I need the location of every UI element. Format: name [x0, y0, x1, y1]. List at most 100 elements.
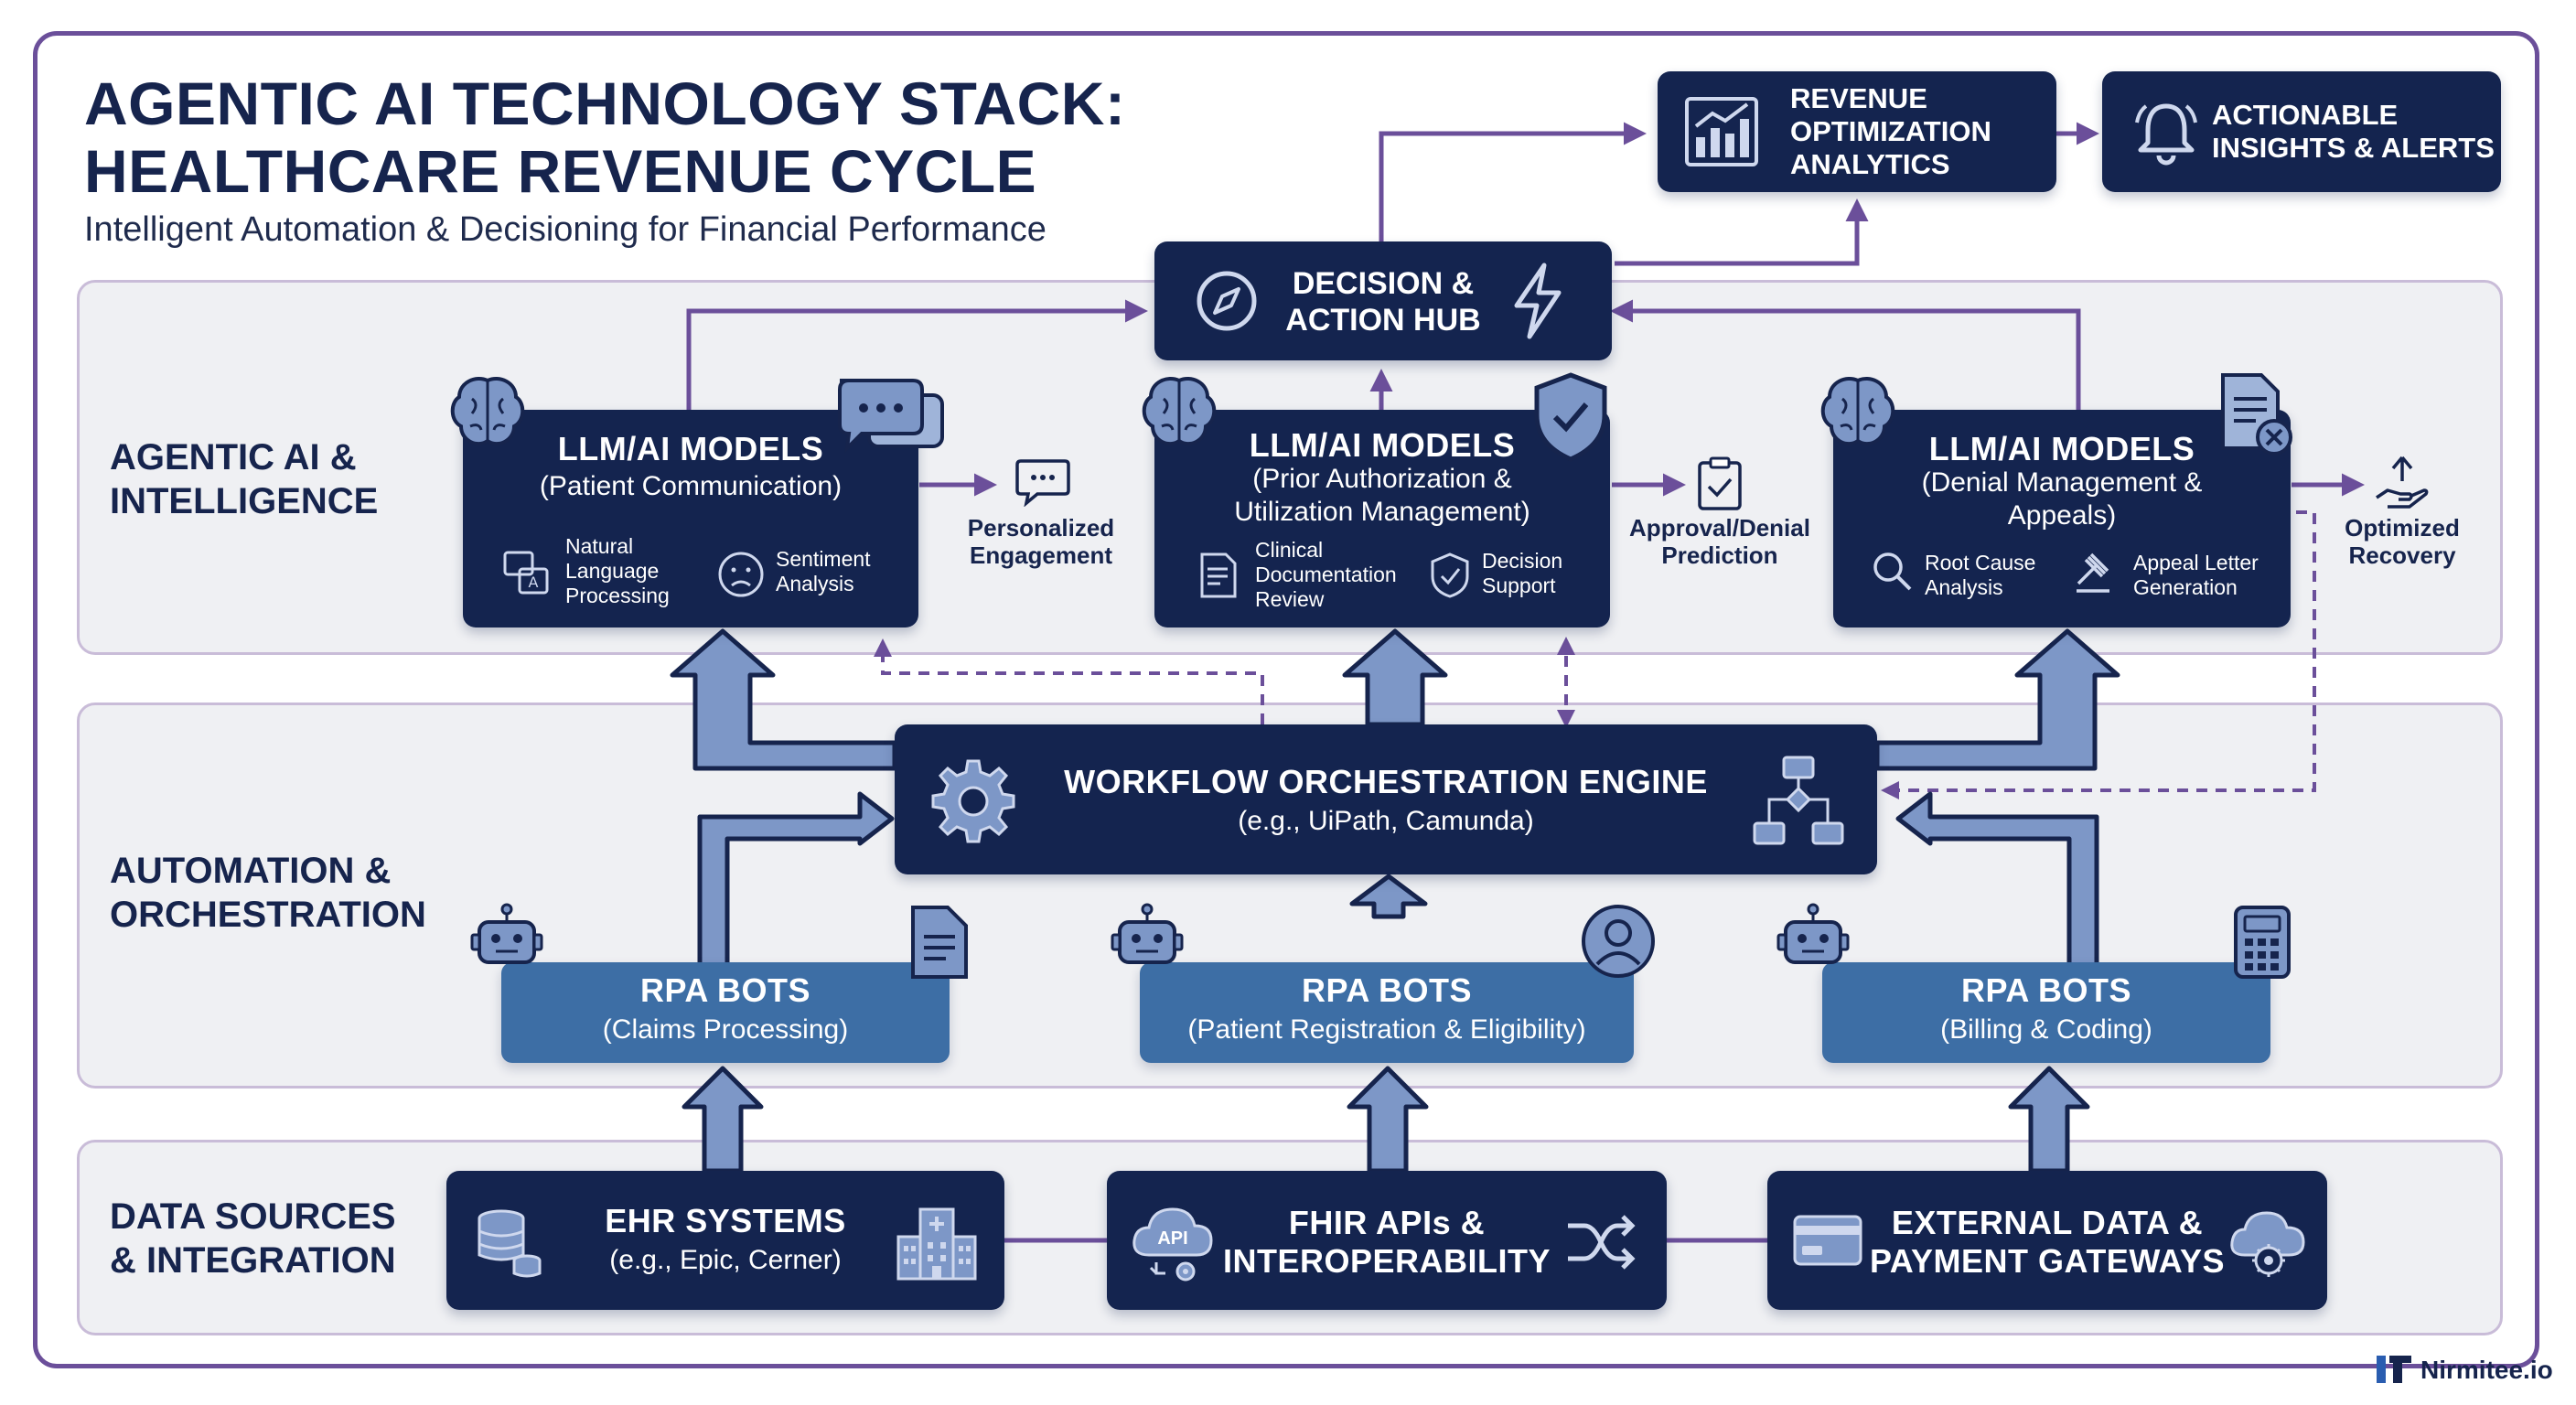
- revenue-analytics-box[interactable]: REVENUE OPTIMIZATION ANALYTICS: [1658, 71, 2056, 192]
- bot-title: RPA BOTS: [1960, 971, 2131, 1009]
- model-subtitle: (Patient Communication): [539, 471, 843, 501]
- user-icon: [1582, 905, 1655, 978]
- ehr-title: EHR SYSTEMS: [605, 1202, 846, 1239]
- fhir-apis-box[interactable]: API FHIR APIs & INTEROPERABILITY: [1107, 1171, 1667, 1310]
- document-pen-icon: [1200, 552, 1237, 598]
- insights-alerts-box[interactable]: ACTIONABLE INSIGHTS & ALERTS: [2102, 71, 2501, 192]
- translate-icon: A: [503, 551, 549, 595]
- bot-subtitle: (Billing & Coding): [1940, 1014, 2152, 1045]
- clipboard-check-icon: [1698, 456, 1742, 510]
- workflow-orchestration-engine[interactable]: WORKFLOW ORCHESTRATION ENGINE (e.g., UiP…: [895, 724, 1877, 874]
- bot2-to-engine-arrow: [1349, 874, 1428, 919]
- feature-appeal-letter: Appeal Letter Generation: [2133, 551, 2259, 599]
- model-title: LLM/AI MODELS: [557, 430, 824, 467]
- outcome-approval-denial: Approval/Denial Prediction: [1629, 514, 1810, 569]
- layer-label-automation: AUTOMATION & ORCHESTRATION: [110, 851, 426, 935]
- ehr-to-bot1-arrow: [682, 1066, 764, 1174]
- feature-root-cause: Root Cause Analysis: [1925, 551, 2036, 599]
- shuffle-icon: [1568, 1215, 1636, 1270]
- revenue-analytics-label: REVENUE OPTIMIZATION ANALYTICS: [1790, 82, 1991, 180]
- chat-icon: [838, 379, 944, 454]
- ehr-subtitle: (e.g., Epic, Cerner): [609, 1245, 842, 1275]
- feature-decision-support: Decision Support: [1482, 549, 1563, 597]
- sentiment-face-icon: [718, 552, 764, 597]
- fhir-title: FHIR APIs & INTEROPERABILITY: [1222, 1204, 1551, 1280]
- magnifier-icon: [1873, 552, 1912, 591]
- llm-model-prior-authorization[interactable]: LLM/AI MODELS (Prior Authorization & Uti…: [1154, 410, 1610, 627]
- brand-logo-icon: [2377, 1356, 2411, 1383]
- page-title: AGENTIC AI TECHNOLOGY STACK: HEALTHCARE …: [84, 70, 1125, 205]
- cloud-gear-icon: [2230, 1211, 2305, 1277]
- feature-sentiment: Sentiment Analysis: [776, 547, 871, 595]
- model-subtitle: (Denial Management & Appeals): [1921, 467, 2203, 531]
- engine-to-model3-arrow: [1874, 628, 2120, 771]
- gear-icon: [931, 759, 1015, 843]
- engine-title: WORKFLOW ORCHESTRATION ENGINE: [1064, 763, 1708, 800]
- feature-clinical-documentation: Clinical Documentation Review: [1255, 538, 1397, 611]
- engine-subtitle: (e.g., UiPath, Camunda): [1238, 806, 1534, 836]
- model1-to-hub-line: [686, 299, 1148, 413]
- brand-name: Nirmitee.io: [2420, 1356, 2553, 1384]
- ehr-systems-box[interactable]: EHR SYSTEMS (e.g., Epic, Cerner): [446, 1171, 1004, 1310]
- svg-text:A: A: [529, 574, 539, 591]
- chart-icon: [1685, 97, 1758, 166]
- outcome-personalized-engagement: Personalized Engagement: [967, 514, 1115, 569]
- decision-hub-label: DECISION & ACTION HUB: [1285, 266, 1481, 338]
- model3-to-hub-line: [1610, 299, 2081, 413]
- document-icon: [911, 906, 968, 979]
- bot-title: RPA BOTS: [1301, 971, 1472, 1009]
- hub-to-analytics-return-line: [1615, 198, 1869, 266]
- compass-icon: [1197, 271, 1257, 331]
- brain-icon: [1820, 377, 1895, 446]
- rpa-bots-claims[interactable]: RPA BOTS (Claims Processing): [501, 962, 950, 1063]
- bell-icon: [2135, 103, 2197, 166]
- model-title: LLM/AI MODELS: [1249, 426, 1516, 464]
- model-title: LLM/AI MODELS: [1928, 430, 2195, 467]
- robot-icon: [1776, 903, 1850, 964]
- api-badge: API: [1157, 1228, 1187, 1249]
- feature-nlp: Natural Language Processing: [565, 534, 670, 607]
- bot-title: RPA BOTS: [639, 971, 810, 1009]
- calculator-icon: [2234, 906, 2291, 979]
- hospital-icon: [896, 1207, 977, 1281]
- robot-icon: [1111, 903, 1184, 964]
- page-subtitle: Intelligent Automation & Decisioning for…: [84, 210, 1046, 249]
- brain-icon: [1142, 377, 1217, 446]
- hub-to-analytics-line: [1379, 122, 1647, 241]
- cloud-api-icon: API: [1132, 1207, 1213, 1282]
- model-subtitle: (Prior Authorization & Utilization Manag…: [1234, 464, 1530, 527]
- insights-alerts-label: ACTIONABLE INSIGHTS & ALERTS: [2212, 99, 2495, 164]
- hand-up-icon: [2376, 456, 2429, 509]
- rpa-bots-billing[interactable]: RPA BOTS (Billing & Coding): [1822, 962, 2270, 1063]
- bot3-to-engine-arrow: [1895, 791, 2099, 969]
- model3-to-engine-dashed: [1881, 510, 2316, 799]
- decision-action-hub[interactable]: DECISION & ACTION HUB: [1154, 241, 1612, 360]
- document-x-icon: [2221, 373, 2292, 456]
- title-line-1: AGENTIC AI TECHNOLOGY STACK:: [84, 70, 1126, 137]
- engine-to-model2-arrow: [1342, 628, 1448, 727]
- lightning-icon: [1514, 263, 1562, 339]
- engine-to-model1-dashed: [874, 638, 1264, 724]
- rpa-bots-registration[interactable]: RPA BOTS (Patient Registration & Eligibi…: [1140, 962, 1634, 1063]
- llm-model-denial-management[interactable]: LLM/AI MODELS (Denial Management & Appea…: [1833, 410, 2291, 627]
- bot-subtitle: (Claims Processing): [602, 1014, 849, 1045]
- credit-card-icon: [1793, 1215, 1862, 1266]
- engine-to-model1-arrow: [670, 628, 897, 771]
- chat-bubble-icon: [1015, 459, 1070, 507]
- layer-label-intelligence: AGENTIC AI & INTELLIGENCE: [110, 437, 379, 521]
- brain-icon: [450, 377, 525, 446]
- robot-icon: [470, 903, 543, 964]
- layer-label-data: DATA SOURCES & INTEGRATION: [110, 1196, 396, 1281]
- title-line-2: HEALTHCARE REVENUE CYCLE: [84, 137, 1037, 205]
- llm-model-patient-communication[interactable]: LLM/AI MODELS (Patient Communication) A …: [463, 410, 918, 627]
- flowchart-icon: [1753, 756, 1844, 845]
- database-icon: [478, 1209, 542, 1278]
- outcome-optimized-recovery: Optimized Recovery: [2345, 514, 2460, 569]
- external-to-bot3-arrow: [2008, 1066, 2090, 1174]
- gavel-icon: [2077, 552, 2109, 593]
- bot1-to-engine-arrow: [697, 791, 895, 969]
- fhir-to-bot2-arrow: [1347, 1066, 1429, 1174]
- external-data-box[interactable]: EXTERNAL DATA & PAYMENT GATEWAYS: [1767, 1171, 2327, 1310]
- bot-subtitle: (Patient Registration & Eligibility): [1187, 1014, 1586, 1045]
